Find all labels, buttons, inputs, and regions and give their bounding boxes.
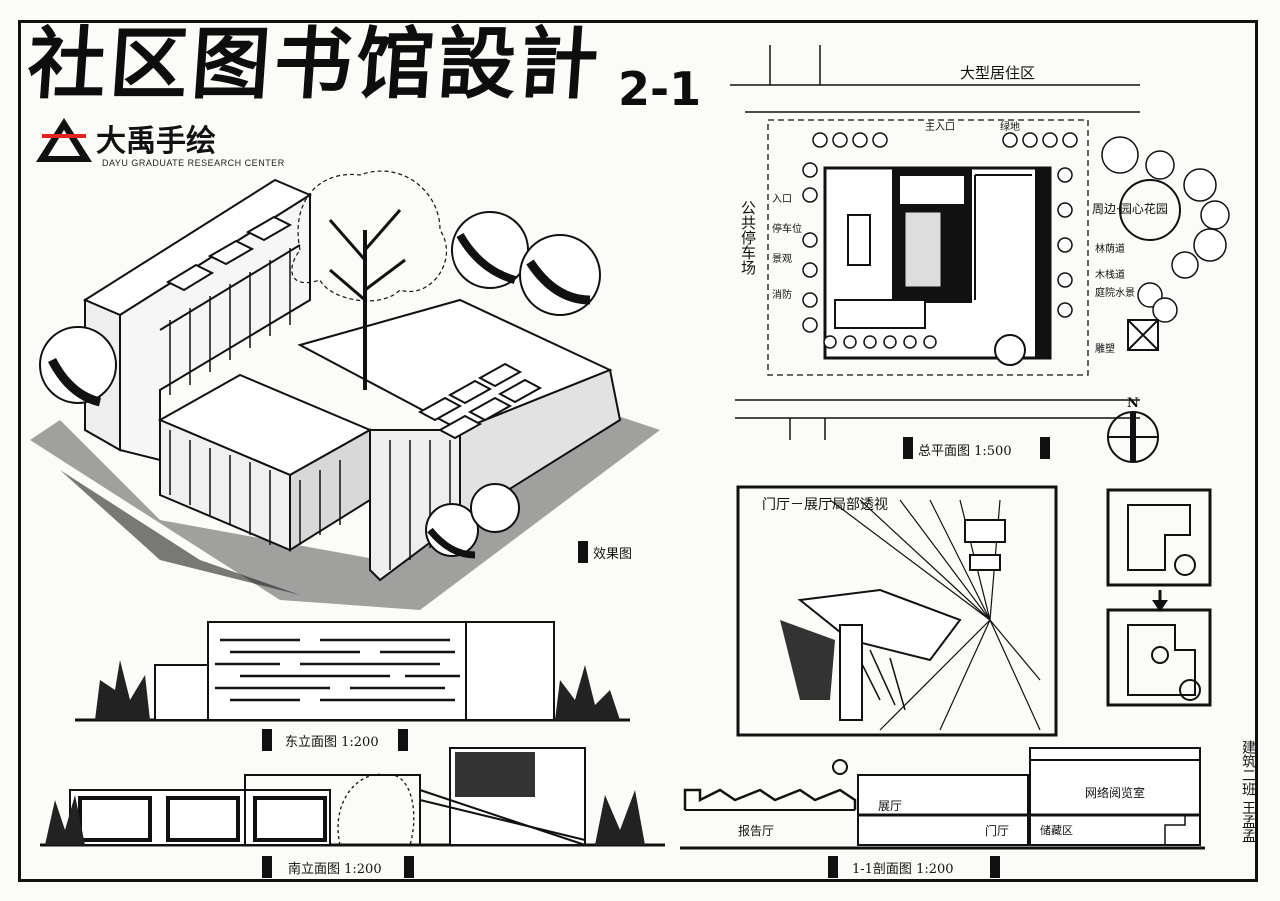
small-plan-diagrams <box>1106 488 1212 707</box>
perspective-drawing <box>30 170 660 610</box>
sheet-title: 社区图书馆設計 <box>24 19 606 110</box>
sheet-frame <box>18 20 1258 882</box>
author-note: 建筑二班 王孟孟 <box>1240 740 1256 843</box>
dayu-logo-icon <box>36 118 92 162</box>
site-plan-right-note: 周边·园心花园 <box>1092 202 1168 216</box>
site-plan-annotation-5: 景观 <box>772 254 792 265</box>
interior-perspective-drawing <box>736 485 1058 737</box>
site-plan-left-note: 公共停车场 <box>739 200 757 275</box>
logo-name-cn: 大禹手绘 <box>96 124 216 159</box>
south-elevation-label: 南立面图 1:200 <box>288 862 382 877</box>
logo-name-en: DAYU GRADUATE RESEARCH CENTER <box>102 158 285 168</box>
site-plan-road-label: 大型居住区 <box>960 64 1036 82</box>
site-plan-annotation-1: 主入口 <box>925 122 955 133</box>
site-plan-annotation-3: 入口 <box>772 194 792 205</box>
site-plan-annotation-10: 雕塑 <box>1095 344 1115 355</box>
interior-perspective-label: 门厅－展厅局部透视 <box>762 497 888 513</box>
section-note-3: 门厅 <box>985 824 1010 838</box>
east-elevation-drawing <box>75 621 630 722</box>
site-plan-label: 总平面图 1:500 <box>918 444 1012 459</box>
section-drawing <box>680 747 1205 850</box>
section-note-4: 网络阅览室 <box>1085 786 1146 800</box>
site-plan-annotation-9: 消防 <box>772 290 792 301</box>
north-mark: N <box>1127 396 1139 411</box>
site-plan-annotation-2: 绿地 <box>1000 122 1020 133</box>
site-plan-annotation-6: 林荫道 <box>1095 244 1125 255</box>
section-label: 1-1剖面图 1:200 <box>852 862 954 877</box>
site-plan-drawing <box>730 45 1230 463</box>
east-elevation-label: 东立面图 1:200 <box>285 735 379 750</box>
site-plan-annotation-7: 木栈道 <box>1095 270 1125 281</box>
perspective-label: 效果图 <box>593 547 633 562</box>
section-note-1: 报告厅 <box>738 824 775 838</box>
section-note-2: 展厅 <box>878 799 903 813</box>
section-note-5: 储藏区 <box>1040 824 1073 837</box>
sheet-number: 2-1 <box>618 62 702 116</box>
label-bars <box>262 437 1050 878</box>
site-plan-annotation-8: 庭院水景 <box>1095 288 1135 299</box>
south-elevation-drawing <box>40 747 665 847</box>
site-plan-annotation-4: 停车位 <box>772 224 802 235</box>
